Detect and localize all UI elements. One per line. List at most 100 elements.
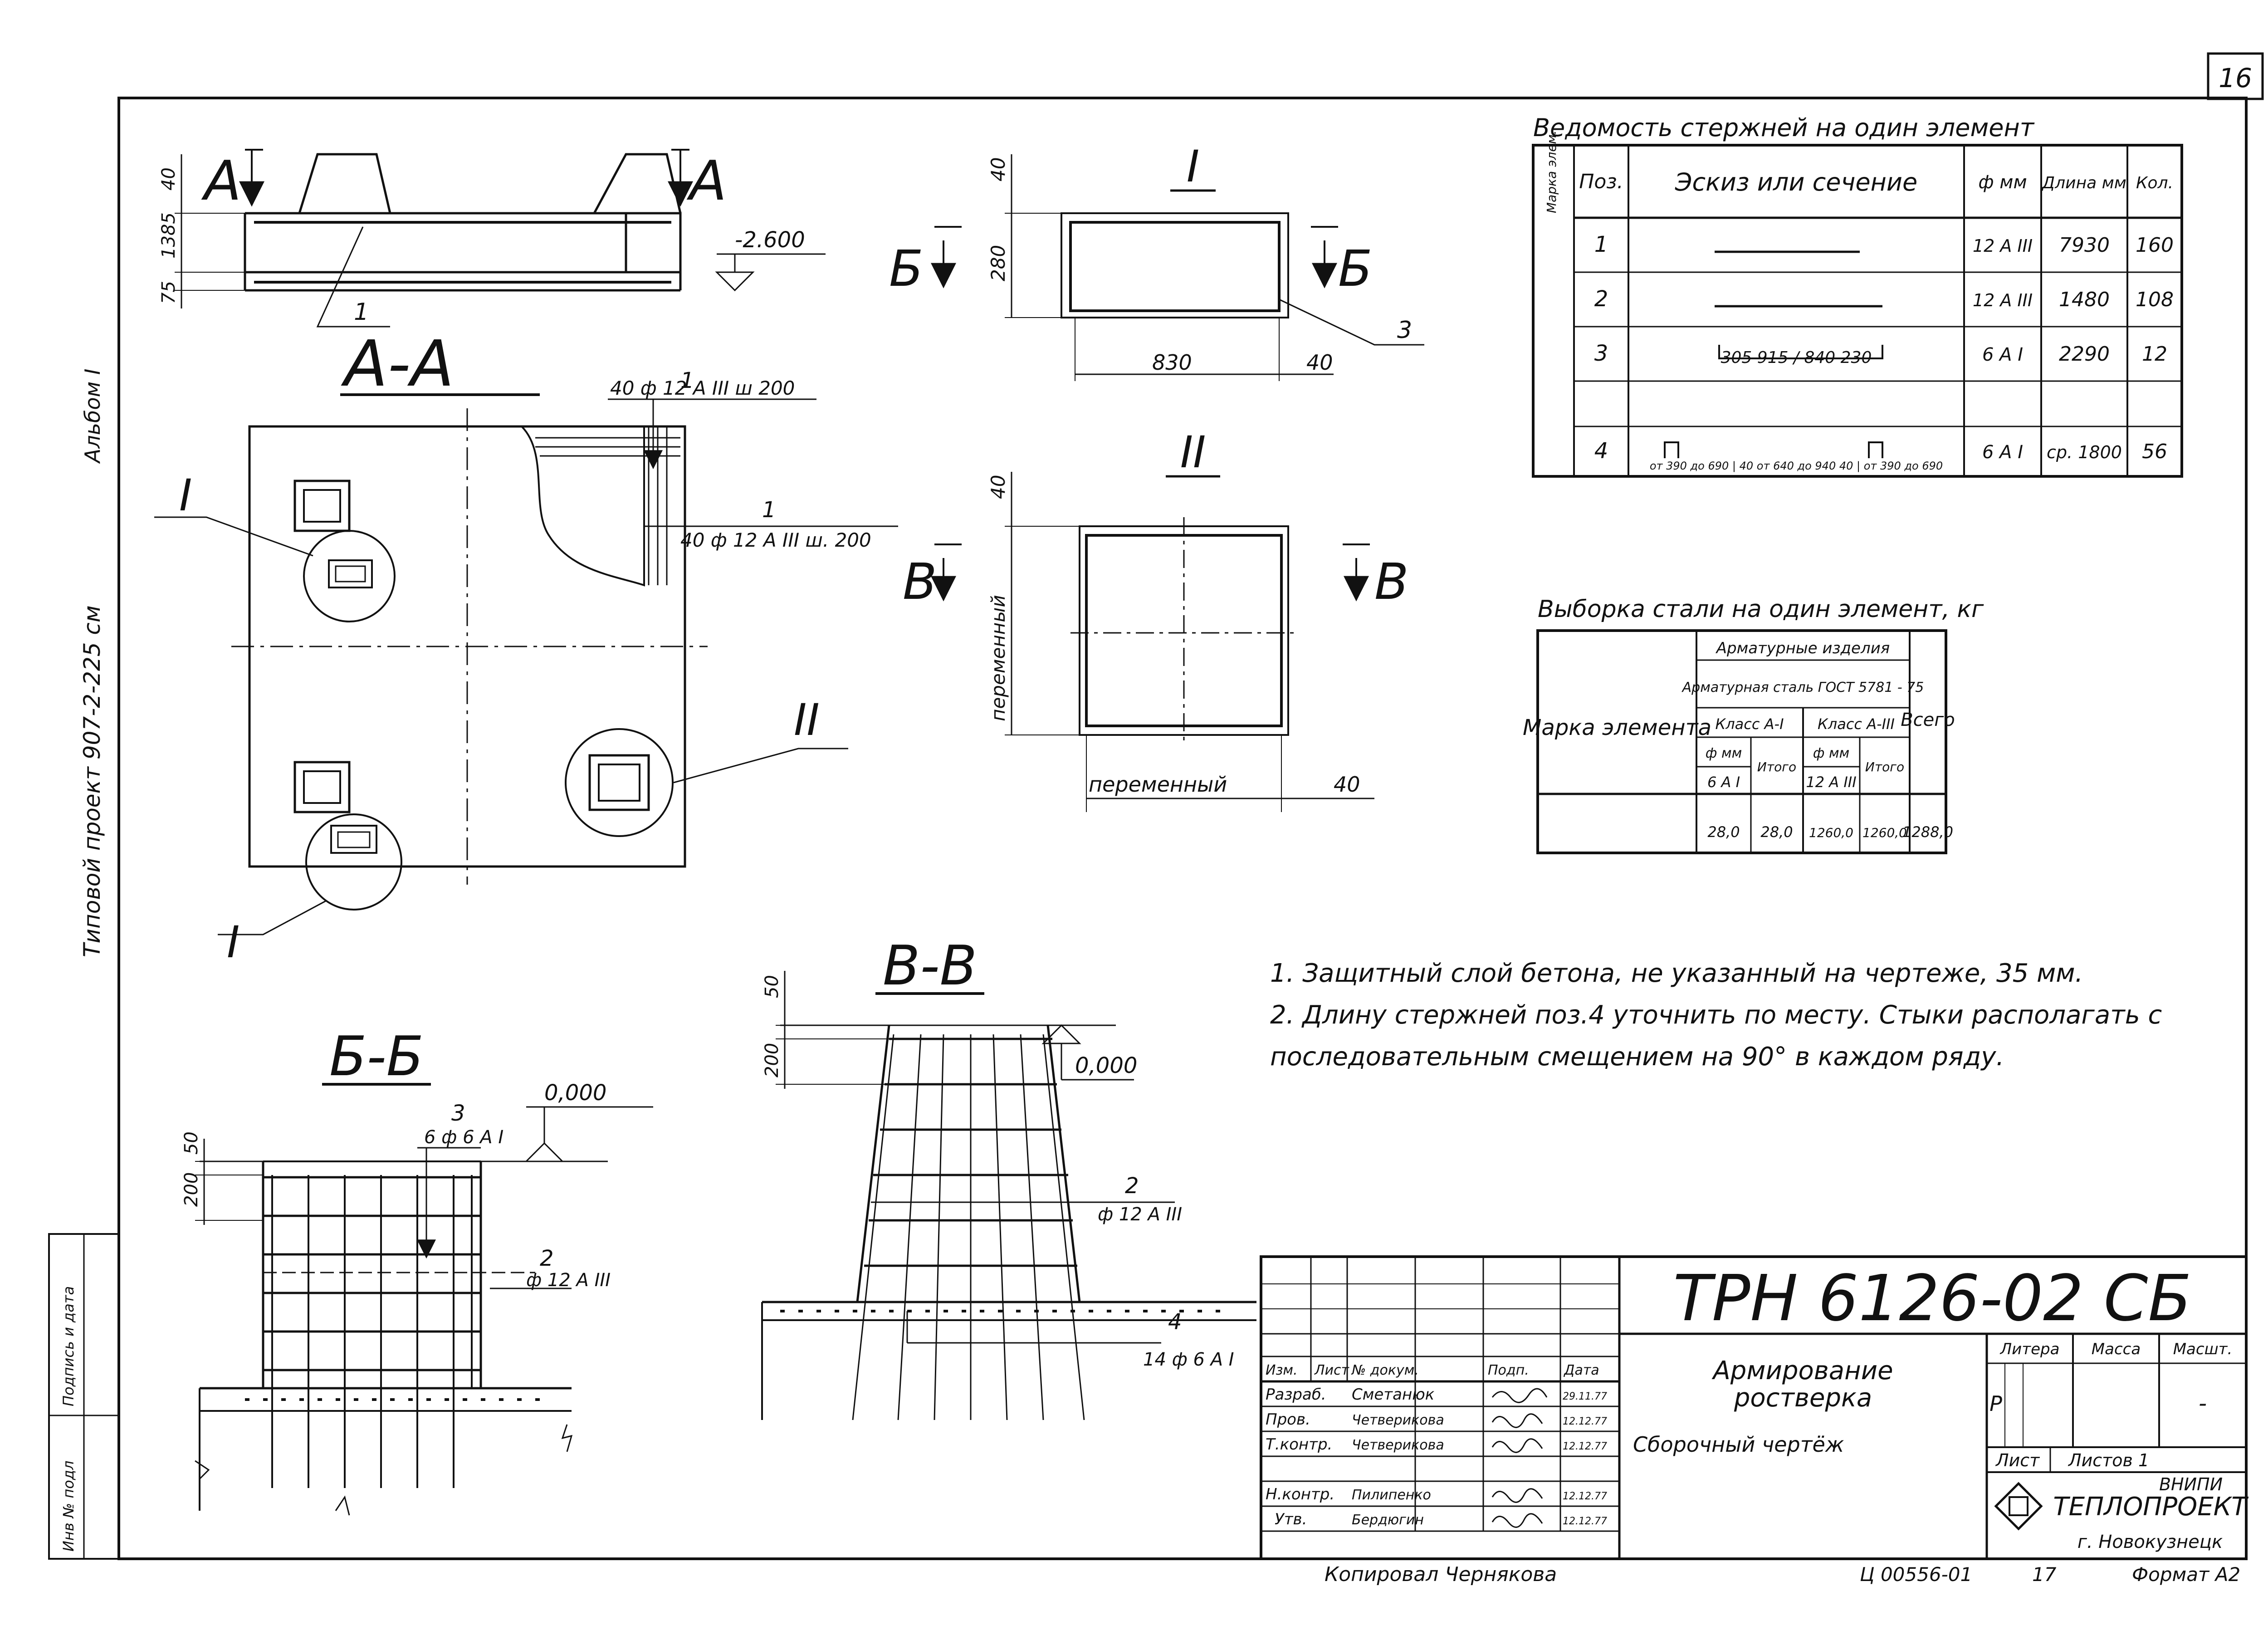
steel-val-2: 28,0: [1760, 823, 1793, 841]
bb-section-drawing: [195, 1106, 653, 1516]
bars-r2-len: 1480: [2059, 288, 2110, 311]
tb-litera-label: Литера: [1999, 1340, 2060, 1358]
n2-dim-top: 40: [987, 475, 1009, 499]
bb-pos3: 3: [451, 1101, 465, 1126]
tb-doc-type: Сборочный чертёж: [1633, 1432, 1844, 1457]
tb-scale-label: Масшт.: [2173, 1340, 2233, 1358]
vv-pos4: 4: [1168, 1309, 1182, 1335]
aa-title: А-А: [341, 327, 454, 401]
tb-name-1: Армирование: [1711, 1356, 1893, 1386]
bb-callout3: 6 ф 6 А I: [424, 1127, 503, 1148]
n1-pos3: 3: [1397, 317, 1412, 344]
n2-dim-height: переменный: [987, 595, 1009, 721]
steel-table-grid: [1536, 629, 1947, 854]
tb-col-doc: № докум.: [1351, 1362, 1419, 1378]
n2-dim-side: 40: [1334, 772, 1360, 797]
tb-archive-sheet: 17: [2032, 1563, 2057, 1586]
tb-date-1: 29.11.77: [1563, 1391, 1607, 1402]
tb-role-5: Н.контр.: [1266, 1485, 1334, 1503]
steel-th-class1: Класс А-I: [1715, 715, 1784, 733]
n1-cut-right: Б: [1338, 240, 1372, 298]
tb-copied-by: Копировал Чернякова: [1325, 1563, 1557, 1586]
bars-r5-qty: 56: [2142, 440, 2167, 463]
bars-r3-dia: 6 А I: [1982, 344, 2023, 365]
tb-scale-value: -: [2199, 1390, 2207, 1416]
bars-th-mark: Марка элем.: [1544, 130, 1559, 213]
vv-pos2: 2: [1125, 1173, 1139, 1199]
steel-th-sub2: Итого: [1865, 759, 1904, 774]
aa-level: -2.600: [735, 227, 805, 253]
aa-node-i-b: I: [227, 917, 240, 968]
bb-level: 0,000: [544, 1080, 606, 1106]
n2-cut-right: В: [1374, 553, 1408, 611]
bars-r1-dia: 12 А III: [1973, 236, 2033, 256]
tb-col-list: Лист: [1314, 1362, 1350, 1378]
notes-block: 1. Защитный слой бетона, не указанный на…: [1270, 953, 2223, 1078]
bars-table-title: Ведомость стержней на один элемент: [1533, 113, 2035, 142]
tb-col-izm: Изм.: [1266, 1362, 1298, 1378]
steel-th-dia1: ф мм: [1706, 745, 1742, 761]
n1-dim-top: 40: [987, 157, 1009, 181]
n1-dim-side: 40: [1306, 350, 1333, 375]
tb-archive-no: Ц 00556-01: [1860, 1563, 1972, 1586]
bars-r2-qty: 108: [2136, 288, 2174, 311]
aa-cut-left: А: [201, 150, 241, 213]
tb-date-5: 12.12.77: [1563, 1491, 1607, 1502]
margin-album: Альбом I: [80, 369, 105, 464]
bars-r5-sketch: от 390 до 690 | 40 от 640 до 940 40 | от…: [1650, 460, 1943, 472]
tb-col-date: Дата: [1563, 1362, 1599, 1378]
bb-pos2: 2: [540, 1246, 554, 1271]
bb-title: Б-Б: [329, 1025, 424, 1088]
bars-r3-qty: 12: [2142, 343, 2167, 366]
n2-dim-width: переменный: [1089, 772, 1227, 797]
tb-date-2: 12.12.77: [1563, 1416, 1607, 1427]
aa-callout-mid: 40 ф 12 А III ш. 200: [680, 529, 871, 551]
node-i-drawing: [931, 154, 1424, 381]
n1-title: I: [1187, 141, 1199, 192]
bars-r5-dia: 6 А I: [1982, 442, 2023, 463]
bars-th-dia: ф мм: [1978, 172, 2027, 193]
bars-r2-pos: 2: [1594, 286, 1608, 312]
steel-th-dia2: ф мм: [1813, 745, 1849, 761]
tb-org-3: г. Новокузнецк: [2077, 1532, 2223, 1552]
aa-elevation: [175, 149, 826, 328]
bars-th-pos: Поз.: [1579, 170, 1623, 193]
aa-cut-right: А: [686, 150, 727, 213]
bb-dim-top: 50: [181, 1131, 202, 1155]
steel-val-4: 1260,0: [1862, 825, 1907, 840]
tb-mass-label: Масса: [2092, 1340, 2141, 1358]
bars-r5-len: ср. 1800: [2047, 442, 2122, 462]
bb-callout2: ф 12 А III: [526, 1270, 611, 1291]
note-2: 2. Длину стержней поз.4 уточнить по мест…: [1270, 1000, 2162, 1072]
bars-r3-len: 2290: [2059, 343, 2110, 366]
n1-dim-height: 280: [987, 245, 1009, 281]
org-logo: [1994, 1482, 2043, 1531]
n2-title: II: [1180, 427, 1206, 478]
bars-th-sketch: Эскиз или сечение: [1675, 168, 1918, 196]
aa-dim-mid: 1385: [158, 212, 179, 259]
tb-org-2: ТЕПЛОПРОЕКТ: [2053, 1492, 2248, 1522]
aa-node-ii: II: [794, 695, 820, 745]
steel-th-class2: Класс А-III: [1818, 715, 1895, 733]
n2-cut-left: В: [903, 553, 937, 611]
margin-project: Типовой проект 907-2-225 см: [79, 605, 105, 957]
vv-dim-mid: 200: [762, 1043, 782, 1077]
aa-pos1: 1: [354, 299, 369, 326]
vv-callout2: ф 12 А III: [1098, 1204, 1182, 1225]
stamp-label-sign: Подпись и дата: [60, 1286, 77, 1406]
signature-marks: [1491, 1388, 1548, 1528]
n1-dim-width: 830: [1152, 350, 1192, 375]
aa-plan: [154, 398, 898, 935]
tb-sheet-label: Лист: [1995, 1450, 2040, 1470]
steel-val-1: 28,0: [1707, 823, 1740, 841]
tb-name-row-5: Пилипенко: [1352, 1487, 1431, 1503]
tb-name-row-2: Четверикова: [1352, 1412, 1444, 1428]
node-ii-drawing: [931, 472, 1374, 812]
vv-dim-top: 50: [762, 975, 782, 998]
aa-dim-top: 40: [158, 167, 179, 191]
tb-name-row-1: Сметанюк: [1352, 1386, 1435, 1404]
tb-col-sign: Подп.: [1488, 1362, 1529, 1378]
sheet-number-box: [2207, 52, 2264, 100]
title-block-grid: [1260, 1255, 2248, 1560]
vv-section-drawing: [761, 971, 1256, 1420]
